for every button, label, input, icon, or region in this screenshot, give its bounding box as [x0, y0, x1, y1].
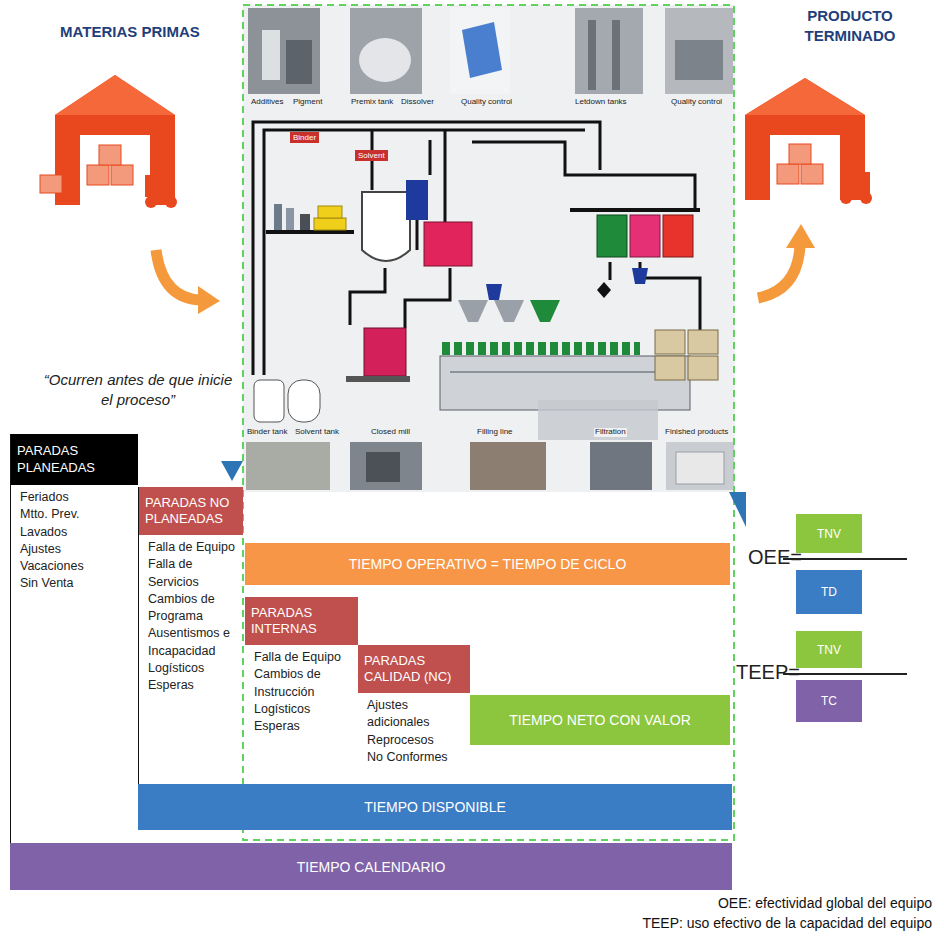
stop-item: Esperas — [139, 677, 243, 694]
note-label: OEE= — [748, 546, 802, 569]
stop-item: Cambios de Instrucción — [245, 666, 358, 701]
stop-item: Falla de Servicios — [139, 556, 243, 591]
part-label: Binder tank — [246, 428, 288, 437]
time-bar: TNV — [796, 514, 862, 553]
time-bar: TIEMPO NETO CON VALOR — [470, 695, 730, 745]
bar-label: TC — [817, 694, 841, 708]
note-label: PRODUCTO TERMINADO — [785, 6, 915, 45]
stop-item: Sin Venta — [11, 575, 138, 592]
flow-arrow — [156, 250, 200, 300]
time-bar: TIEMPO OPERATIVO = TIEMPO DE CICLO — [245, 543, 730, 585]
part-label: Quality control — [460, 98, 513, 107]
part-label: Closed mill — [370, 428, 411, 437]
stop-item: Esperas — [245, 718, 358, 735]
stop-item: Ausentismos e Incapacidad — [139, 625, 243, 660]
time-bar: TC — [796, 680, 862, 722]
stop-item: Falla de Equipo — [245, 649, 358, 666]
warehouse-icon — [40, 75, 177, 208]
part-label: Premix tank — [350, 98, 394, 107]
bar-label: TNV — [813, 527, 845, 541]
bar-label: TIEMPO NETO CON VALOR — [505, 712, 695, 728]
part-label: Letdown tanks — [574, 98, 628, 107]
warehouse-icon — [745, 78, 872, 204]
stop-item: Logísticos — [139, 660, 243, 677]
arrow-marker — [221, 461, 243, 481]
fraction-line — [783, 673, 907, 675]
stop-item: Vacaciones — [11, 558, 138, 575]
column-header: PARADAS INTERNAS — [245, 597, 358, 645]
pipe-tag: Binder — [290, 132, 319, 143]
stop-column: PARADAS PLANEADAS FeriadosMtto. Prev.Lava… — [10, 434, 138, 890]
part-label: Solvent tank — [294, 428, 340, 437]
column-header: PARADAS PLANEADAS — [11, 434, 138, 485]
part-label: Additives — [250, 98, 284, 107]
stop-column: PARADAS NO PLANEADAS Falla de EquipoFalla… — [138, 487, 243, 784]
bar-label: TD — [817, 585, 841, 599]
stop-column: PARADAS CALIDAD (NC) Ajustes adicionalesR… — [358, 645, 470, 780]
stop-item: Lavados — [11, 524, 138, 541]
bar-label: TIEMPO CALENDARIO — [293, 859, 450, 875]
time-bar: TNV — [796, 631, 862, 668]
part-label: Quality control — [670, 98, 723, 107]
flow-arrow — [758, 245, 800, 298]
process-frame — [243, 5, 734, 840]
part-label: Finished products — [664, 428, 729, 437]
pipe-tag: Solvent — [355, 150, 388, 161]
part-label: Pigment — [292, 98, 323, 107]
stop-item: No Conformes — [358, 749, 470, 766]
note-label: MATERIAS PRIMAS — [60, 22, 240, 42]
column-header: PARADAS CALIDAD (NC) — [358, 645, 470, 693]
stop-column: PARADAS INTERNAS Falla de EquipoCambios d… — [245, 597, 358, 777]
note-label: TEEP= — [736, 661, 800, 684]
part-label: Filtration — [594, 428, 627, 437]
time-bar: TD — [796, 570, 862, 614]
stop-item: Ajustes — [11, 541, 138, 558]
stop-item: Logísticos — [245, 701, 358, 718]
time-bar: TIEMPO CALENDARIO — [10, 843, 732, 890]
note-label: OEE: efectividad global del equipo — [500, 895, 932, 911]
stop-item: Reprocesos — [358, 732, 470, 749]
stop-item: Feriados — [11, 489, 138, 506]
stop-item: Ajustes adicionales — [358, 697, 470, 732]
stop-item: Falla de Equipo — [139, 539, 243, 556]
bar-label: TIEMPO OPERATIVO = TIEMPO DE CICLO — [345, 556, 631, 572]
stop-item: Mtto. Prev. — [11, 506, 138, 523]
note-label: TEEP: uso efectivo de la capacidad del e… — [460, 915, 932, 931]
column-header: PARADAS NO PLANEADAS — [139, 487, 243, 535]
stop-item: Cambios de Programa — [139, 591, 243, 626]
arrow-marker — [729, 492, 746, 527]
time-bar: TIEMPO DISPONIBLE — [138, 784, 732, 830]
bar-label: TIEMPO DISPONIBLE — [360, 799, 510, 815]
part-label: Dissolver — [400, 98, 435, 107]
bar-label: TNV — [813, 643, 845, 657]
part-label: Filling line — [476, 428, 514, 437]
note-label: “Ocurren antes de que inicie el proceso” — [40, 370, 236, 411]
